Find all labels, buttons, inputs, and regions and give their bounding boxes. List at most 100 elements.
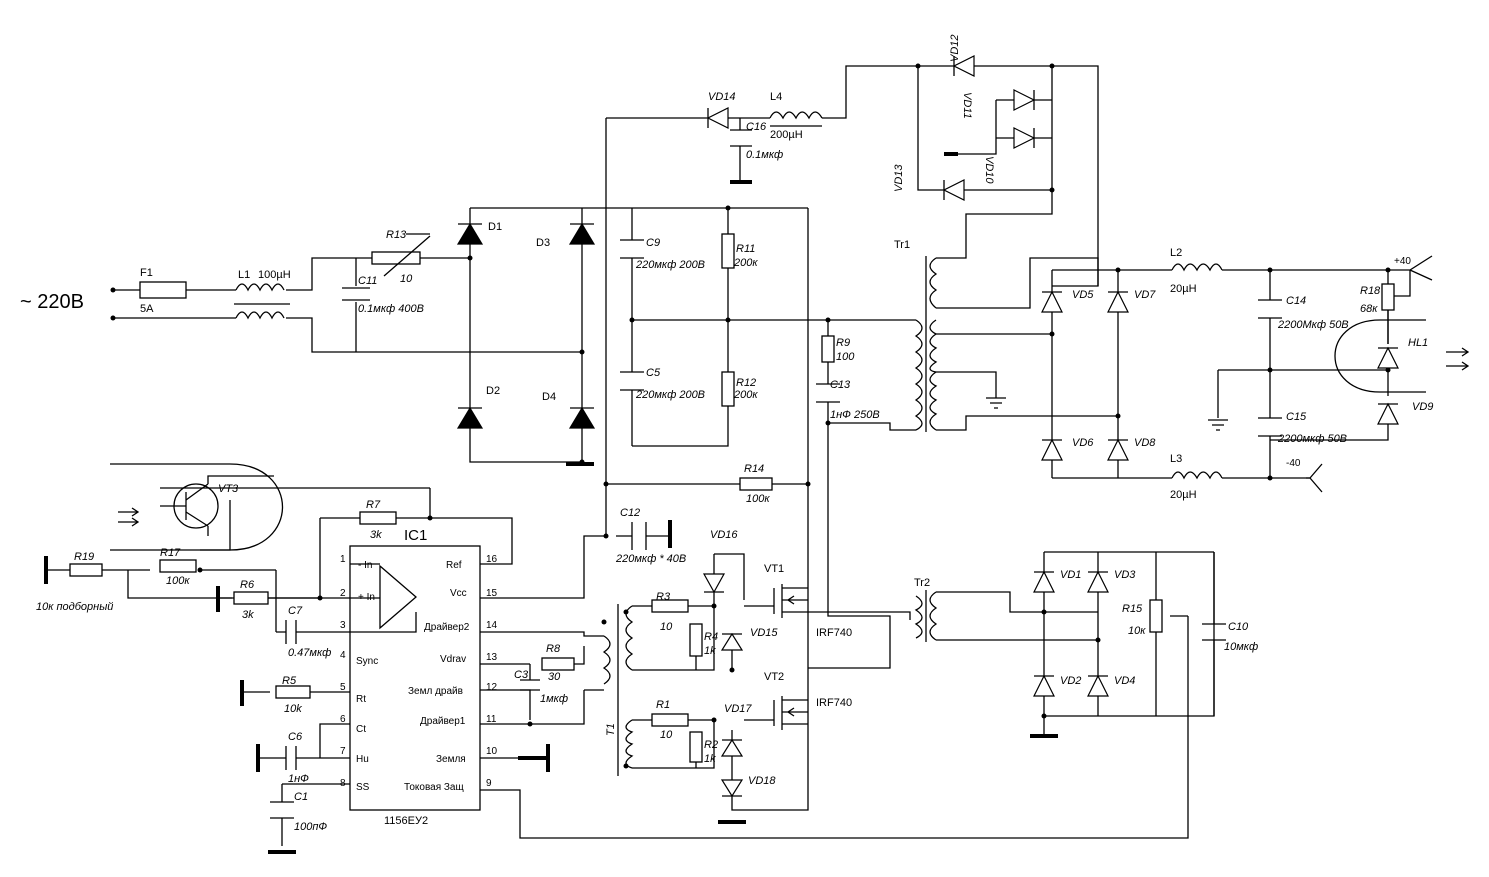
ic-name: IC1	[404, 527, 427, 544]
svg-text:R17: R17	[160, 547, 181, 559]
svg-text:R18: R18	[1360, 285, 1381, 297]
diode-vd5	[1041, 290, 1063, 313]
svg-text:VD4: VD4	[1114, 675, 1135, 687]
svg-text:C16: C16	[746, 121, 767, 133]
svg-text:2200мкф 50В: 2200мкф 50В	[1277, 433, 1347, 445]
resistor-r18	[1381, 283, 1395, 311]
capacitor-c13	[816, 383, 840, 403]
diode-vd7	[1107, 290, 1129, 313]
diode-vd8	[1107, 438, 1129, 461]
svg-text:IRF740: IRF740	[816, 627, 852, 639]
svg-text:8: 8	[340, 778, 346, 789]
inductor-l2	[1171, 263, 1223, 272]
svg-text:6: 6	[340, 714, 346, 725]
diode-vd3	[1087, 570, 1109, 593]
capacitor-c3	[520, 664, 540, 691]
svg-text:Hu: Hu	[356, 754, 369, 765]
capacitor-c9	[620, 239, 644, 259]
diode-vd9	[1377, 402, 1399, 425]
svg-text:220мкф * 40В: 220мкф * 40В	[615, 553, 686, 565]
svg-text:200к: 200к	[733, 389, 758, 401]
svg-text:1нФ: 1нФ	[288, 773, 309, 785]
svg-text:Vdrav: Vdrav	[440, 654, 466, 665]
svg-text:16: 16	[486, 554, 498, 565]
svg-text:R12: R12	[736, 377, 756, 389]
capacitor-c1	[270, 801, 294, 819]
resistor-r4	[689, 623, 703, 657]
svg-text:1k: 1k	[704, 753, 716, 765]
svg-text:D2: D2	[486, 385, 500, 397]
svg-text:100: 100	[836, 351, 855, 363]
svg-text:R13: R13	[386, 229, 407, 241]
diode-vd14	[706, 107, 729, 129]
svg-text:C13: C13	[830, 379, 851, 391]
svg-text:VD3: VD3	[1114, 569, 1136, 581]
svg-text:-40: -40	[1286, 458, 1301, 469]
svg-text:R15: R15	[1122, 603, 1143, 615]
svg-text:2: 2	[340, 588, 346, 599]
fuse-f1	[139, 281, 187, 299]
svg-text:9: 9	[486, 778, 492, 789]
svg-text:0.1мкф: 0.1мкф	[746, 149, 783, 161]
resistor-r11	[721, 233, 735, 269]
mains-label: ~ 220В	[20, 291, 84, 313]
svg-text:R3: R3	[656, 591, 671, 603]
diode-vd16	[702, 573, 726, 594]
svg-text:1нФ 250В: 1нФ 250В	[830, 409, 880, 421]
diode-d3	[568, 222, 596, 245]
svg-text:200к: 200к	[733, 257, 758, 269]
svg-text:D1: D1	[488, 221, 502, 233]
svg-text:VD1: VD1	[1060, 569, 1081, 581]
svg-text:VD5: VD5	[1072, 289, 1094, 301]
resistor-r7	[359, 511, 397, 525]
svg-text:10к: 10к	[1128, 625, 1146, 637]
svg-text:15: 15	[486, 588, 498, 599]
svg-text:1: 1	[340, 554, 346, 565]
capacitor-c5	[620, 371, 644, 391]
resistor-r13	[371, 251, 421, 265]
svg-text:VD17: VD17	[724, 703, 752, 715]
light-arrows-out	[1446, 347, 1470, 371]
svg-text:VD12: VD12	[949, 34, 961, 62]
svg-text:D4: D4	[542, 391, 556, 403]
svg-text:R11: R11	[736, 243, 755, 255]
svg-text:- In: - In	[358, 560, 372, 571]
svg-text:10мкф: 10мкф	[1224, 641, 1258, 653]
svg-text:C7: C7	[288, 605, 303, 617]
svg-text:3: 3	[340, 620, 346, 631]
ic-part: 1156ЕУ2	[384, 815, 428, 827]
transformer-tr1	[914, 256, 938, 432]
capacitor-c11	[342, 287, 370, 301]
svg-text:220мкф 200В: 220мкф 200В	[635, 389, 705, 401]
diode-d2	[456, 406, 484, 429]
svg-text:VD10: VD10	[983, 156, 995, 184]
svg-text:VD13: VD13	[893, 164, 905, 192]
svg-text:10k: 10k	[284, 703, 302, 715]
svg-text:10: 10	[660, 729, 673, 741]
svg-text:C3: C3	[514, 669, 529, 681]
svg-text:R2: R2	[704, 739, 718, 751]
mosfet-vt1	[773, 584, 808, 618]
svg-text:VD18: VD18	[748, 775, 776, 787]
transformer-t1	[601, 604, 634, 776]
ground-symbols	[44, 152, 1228, 854]
diode-vd15	[720, 632, 744, 651]
svg-text:VD16: VD16	[710, 529, 738, 541]
capacitor-c6	[285, 746, 306, 770]
resistor-r9	[821, 335, 835, 363]
resistor-r15	[1149, 599, 1163, 633]
svg-text:VD9: VD9	[1412, 401, 1433, 413]
transistor-vt3	[110, 463, 284, 551]
junction-dots	[110, 63, 1391, 727]
inductor-l1	[234, 283, 290, 320]
svg-text:L3: L3	[1170, 453, 1182, 465]
svg-text:Токовая Защ: Токовая Защ	[404, 782, 464, 793]
svg-text:100пФ: 100пФ	[294, 821, 327, 833]
inductor-l3	[1171, 471, 1223, 480]
diode-vd17	[720, 738, 744, 757]
resistor-r12	[721, 371, 735, 407]
resistor-r5	[275, 685, 311, 699]
svg-text:Vcc: Vcc	[450, 588, 467, 599]
svg-text:20µH: 20µH	[1170, 283, 1197, 295]
